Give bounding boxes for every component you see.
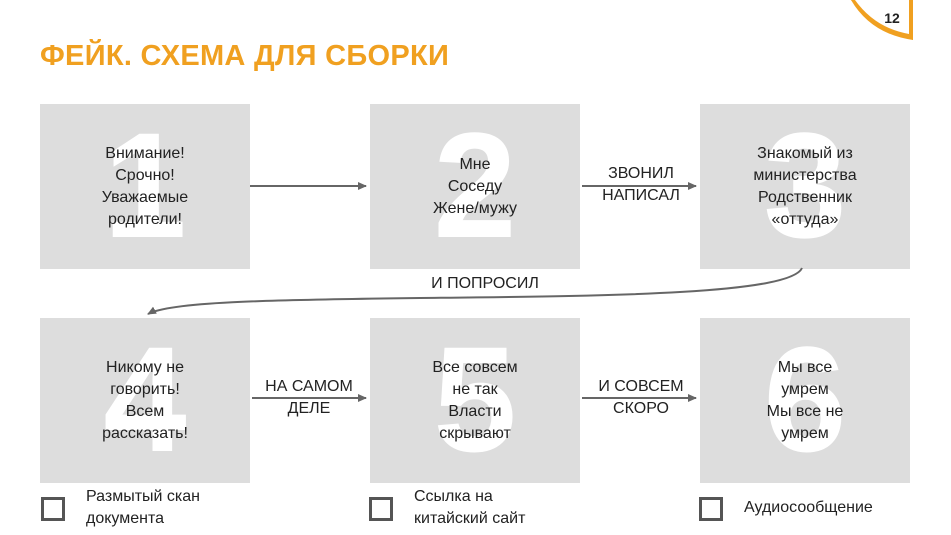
box-line: Власти <box>448 402 502 420</box>
box-number: 5 <box>433 318 517 483</box>
box-number: 1 <box>103 104 187 269</box>
box-number: 3 <box>763 104 847 269</box>
box-line: не так <box>452 380 498 398</box>
checkbox-label: Размытый скан документа <box>86 488 200 527</box>
connector-label-3-4: И ПОПРОСИЛ <box>431 275 539 292</box>
box-number: 6 <box>763 318 847 483</box>
box-2: 2 Мне Соседу Жене/мужу <box>370 104 580 269</box>
box-line: Мне <box>459 155 491 173</box>
page-title: ФЕЙК. СХЕМА ДЛЯ СБОРКИ <box>40 40 450 72</box>
checkbox-label: Ссылка на китайский сайт <box>414 488 526 527</box>
box-text: Мне Соседу Жене/мужу <box>370 104 580 269</box>
box-line: «оттуда» <box>771 210 839 228</box>
box-text: Мы все умрем Мы все не умрем <box>700 318 910 483</box>
checkbox-audio-message[interactable] <box>699 497 723 521</box>
arrow-3-4 <box>147 267 803 315</box>
box-line: Всем <box>125 402 165 420</box>
box-line: Мы все не <box>766 402 844 420</box>
connector-label-5-6: И СОВСЕМ СКОРО <box>598 378 684 417</box>
box-line: министерства <box>753 166 857 184</box>
box-line: Внимание! <box>105 144 185 162</box>
box-line: рассказать! <box>102 424 188 442</box>
box-5: 5 Все совсем не так Власти скрывают <box>370 318 580 483</box>
box-3: 3 Знакомый из министерства Родственник «… <box>700 104 910 269</box>
connector-label-4-5: НА САМОМ ДЕЛЕ <box>265 378 353 417</box>
box-text: Внимание! Срочно! Уважаемые родители! <box>40 104 250 269</box>
box-line: умрем <box>781 380 829 398</box>
box-line: скрывают <box>439 424 511 442</box>
box-line: Все совсем <box>432 358 518 376</box>
checkbox-label: Аудиосообщение <box>744 499 873 516</box>
box-line: Уважаемые <box>101 188 189 206</box>
box-line: говорить! <box>110 380 180 398</box>
page-corner: 12 <box>851 0 913 40</box>
checkbox-blurry-scan[interactable] <box>41 497 65 521</box>
page-number: 12 <box>884 10 900 26</box>
box-line: родители! <box>108 210 182 228</box>
box-line: Соседу <box>447 177 503 195</box>
box-line: Родственник <box>757 188 852 206</box>
box-line: Срочно! <box>115 166 175 184</box>
box-line: Никому не <box>106 358 184 376</box>
box-line: Жене/мужу <box>433 199 517 217</box>
box-6: 6 Мы все умрем Мы все не умрем <box>700 318 910 483</box>
box-line: Мы все <box>777 358 833 376</box>
box-text: Знакомый из министерства Родственник «от… <box>700 104 910 269</box>
connector-label-2-3: ЗВОНИЛ НАПИСАЛ <box>602 165 680 204</box>
box-text: Никому не говорить! Всем рассказать! <box>40 318 250 483</box>
box-1: 1 Внимание! Срочно! Уважаемые родители! <box>40 104 250 269</box>
box-text: Все совсем не так Власти скрывают <box>370 318 580 483</box>
box-number: 4 <box>103 318 187 483</box>
box-line: Знакомый из <box>757 144 853 162</box>
box-line: умрем <box>781 424 829 442</box>
checkbox-chinese-site-link[interactable] <box>369 497 393 521</box>
box-number: 2 <box>433 104 517 269</box>
box-4: 4 Никому не говорить! Всем рассказать! <box>40 318 250 483</box>
